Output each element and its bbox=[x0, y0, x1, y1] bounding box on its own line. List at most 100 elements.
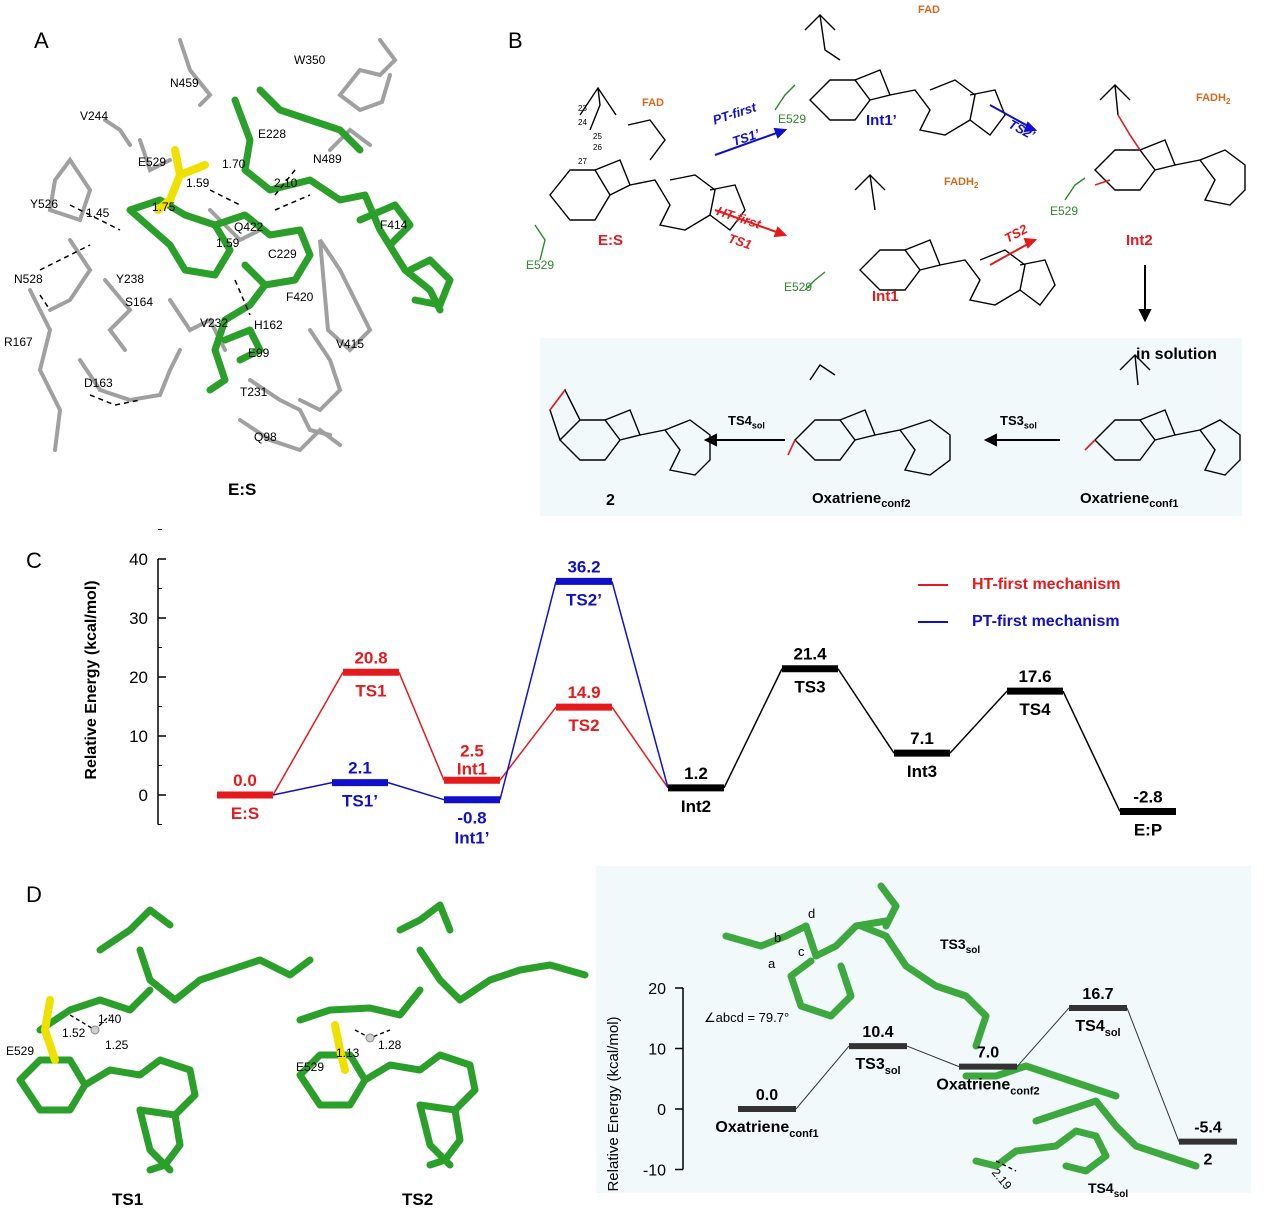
a-caption: E:S bbox=[228, 480, 257, 499]
c-value-label: 14.9 bbox=[567, 683, 600, 702]
c-state-label: TS2 bbox=[568, 716, 599, 735]
b-atom-number: 26 bbox=[593, 143, 602, 152]
e-angle-label: ∠abcd = 79.7° bbox=[704, 1010, 790, 1025]
e-atom-label: b bbox=[774, 930, 782, 945]
b-oxa1-name: Oxatriene bbox=[1080, 490, 1150, 507]
b-in-solution-label: in solution bbox=[1136, 346, 1217, 363]
e-state-label: Oxatrieneconf2 bbox=[936, 1077, 1039, 1098]
c-connector-line bbox=[837, 668, 895, 754]
c-connector-line bbox=[387, 781, 445, 801]
c-legend: HT-first mechanism PT-first mechanism bbox=[918, 572, 1238, 640]
panel-a-letter: A bbox=[34, 28, 49, 53]
e-state-label: Oxatrieneconf1 bbox=[715, 1119, 818, 1140]
b-int1p-label: Int1’ bbox=[866, 112, 897, 129]
c-y-tick-label: 10 bbox=[129, 727, 148, 746]
c-value-label: 17.6 bbox=[1018, 667, 1051, 686]
a-distance-label: 1.59 bbox=[186, 176, 210, 190]
a-residue-label: V232 bbox=[200, 316, 229, 330]
b-ts3sol-sub: sol bbox=[1023, 420, 1037, 431]
a-residue-label: F420 bbox=[286, 290, 314, 304]
c-state-label: Int2 bbox=[681, 797, 711, 816]
b-cofactor-name: FADH bbox=[1196, 92, 1226, 104]
a-residue-label: E99 bbox=[248, 346, 270, 360]
c-value-label: 2.1 bbox=[348, 759, 372, 778]
c-connector-line bbox=[611, 706, 669, 789]
c-y-tick-label: 40 bbox=[129, 550, 148, 569]
e-y-tick-label: 10 bbox=[648, 1042, 666, 1059]
b-int1-label: Int1 bbox=[872, 288, 899, 305]
c-legend-swatch-ht bbox=[918, 584, 948, 586]
d-residue-label: E529 bbox=[296, 1060, 325, 1074]
a-residue-label: E228 bbox=[258, 127, 287, 141]
b-cofactor-name: FADH bbox=[944, 176, 974, 188]
a-residue-label: N459 bbox=[170, 76, 199, 90]
e-background bbox=[596, 866, 1251, 1193]
b-residue-label: E529 bbox=[526, 258, 555, 272]
e-state-label: TS3sol bbox=[855, 1056, 900, 1077]
e-state-label: TS4sol bbox=[1075, 1018, 1120, 1039]
b-cofactor-label: FAD bbox=[918, 4, 940, 16]
e-ts3sol-struct-name: TS3 bbox=[940, 936, 966, 952]
a-residue-label: V244 bbox=[80, 109, 109, 123]
e-connector-line bbox=[795, 1045, 850, 1110]
c-state-label: E:S bbox=[231, 804, 259, 823]
c-state-label: Int1 bbox=[457, 759, 487, 778]
d-caption-ts1: TS1 bbox=[112, 1190, 144, 1209]
panel-e-structures bbox=[722, 882, 1200, 1175]
a-distance-label: 1.70 bbox=[222, 157, 246, 171]
b-oxa1-sub: conf1 bbox=[1149, 498, 1179, 510]
e-atom-label: c bbox=[798, 944, 805, 959]
panel-d-structures bbox=[16, 901, 589, 1174]
c-connector-line bbox=[1062, 690, 1121, 812]
b-ts4sol-label: TS4sol bbox=[728, 413, 765, 431]
a-residue-label: Q422 bbox=[234, 220, 264, 234]
a-residue-label: N528 bbox=[14, 272, 43, 286]
b-ts4sol-name: TS4 bbox=[728, 413, 752, 428]
panel-c-letter: C bbox=[26, 548, 42, 573]
e-ts4sol-struct-name: TS4 bbox=[1088, 1180, 1114, 1196]
c-state-label: E:P bbox=[1134, 821, 1162, 840]
c-legend-item-pt: PT-first mechanism bbox=[918, 604, 1238, 640]
c-value-label: 1.2 bbox=[684, 764, 708, 783]
b-cofactor-label: FADH2 bbox=[944, 176, 978, 190]
b-cofactor-sub: 2 bbox=[973, 181, 979, 191]
e-value-label: 7.0 bbox=[977, 1045, 999, 1062]
b-atom-number: 25 bbox=[593, 132, 602, 141]
a-distance-label: 1.75 bbox=[152, 200, 176, 214]
d-distance-label: 1.25 bbox=[105, 1038, 129, 1052]
a-residue-label: Q98 bbox=[254, 430, 277, 444]
b-residue-label: E529 bbox=[778, 112, 807, 126]
e-connector-line bbox=[1016, 1007, 1070, 1067]
e-ts3sol-struct-sub: sol bbox=[965, 944, 981, 956]
panel-d-letter: D bbox=[26, 882, 42, 907]
c-legend-item-ht: HT-first mechanism bbox=[918, 572, 1238, 598]
d-caption-ts2: TS2 bbox=[402, 1190, 434, 1209]
a-residue-label: W350 bbox=[294, 53, 326, 67]
b-atom-number: 24 bbox=[578, 118, 587, 127]
c-value-label: 21.4 bbox=[793, 645, 827, 664]
c-legend-swatch-pt bbox=[918, 621, 948, 623]
c-legend-label-ht: HT-first mechanism bbox=[972, 576, 1121, 593]
c-connector-line bbox=[272, 781, 333, 796]
e-ts3sol-struct-label: TS3sol bbox=[940, 936, 980, 956]
d-distance-label: 1.13 bbox=[336, 1046, 360, 1060]
b-ts4sol-sub: sol bbox=[751, 420, 765, 431]
a-residue-label: H162 bbox=[254, 318, 283, 332]
e-ts4sol-struct-sub: sol bbox=[1113, 1188, 1129, 1200]
d-distance-label: 1.28 bbox=[378, 1038, 402, 1052]
a-residue-label: E529 bbox=[138, 155, 167, 169]
c-value-label: -2.8 bbox=[1133, 788, 1162, 807]
c-value-label: -0.8 bbox=[457, 809, 486, 828]
c-value-label: 20.8 bbox=[354, 648, 387, 667]
c-state-label: TS1’ bbox=[342, 792, 378, 811]
e-y-axis-label: Relative Energy (kcal/mol) bbox=[605, 1016, 622, 1191]
b-cofactor-label: FADH2 bbox=[1196, 92, 1230, 106]
b-oxa2-sub: conf2 bbox=[881, 498, 911, 510]
a-residue-label: S164 bbox=[125, 295, 154, 309]
c-state-label: Int3 bbox=[907, 762, 937, 781]
b-oxa1-label: Oxatrieneconf1 bbox=[1080, 490, 1179, 510]
a-distance-label: 1.59 bbox=[216, 236, 240, 250]
panel-a-structure bbox=[28, 38, 454, 453]
e-value-label: -5.4 bbox=[1194, 1120, 1222, 1137]
